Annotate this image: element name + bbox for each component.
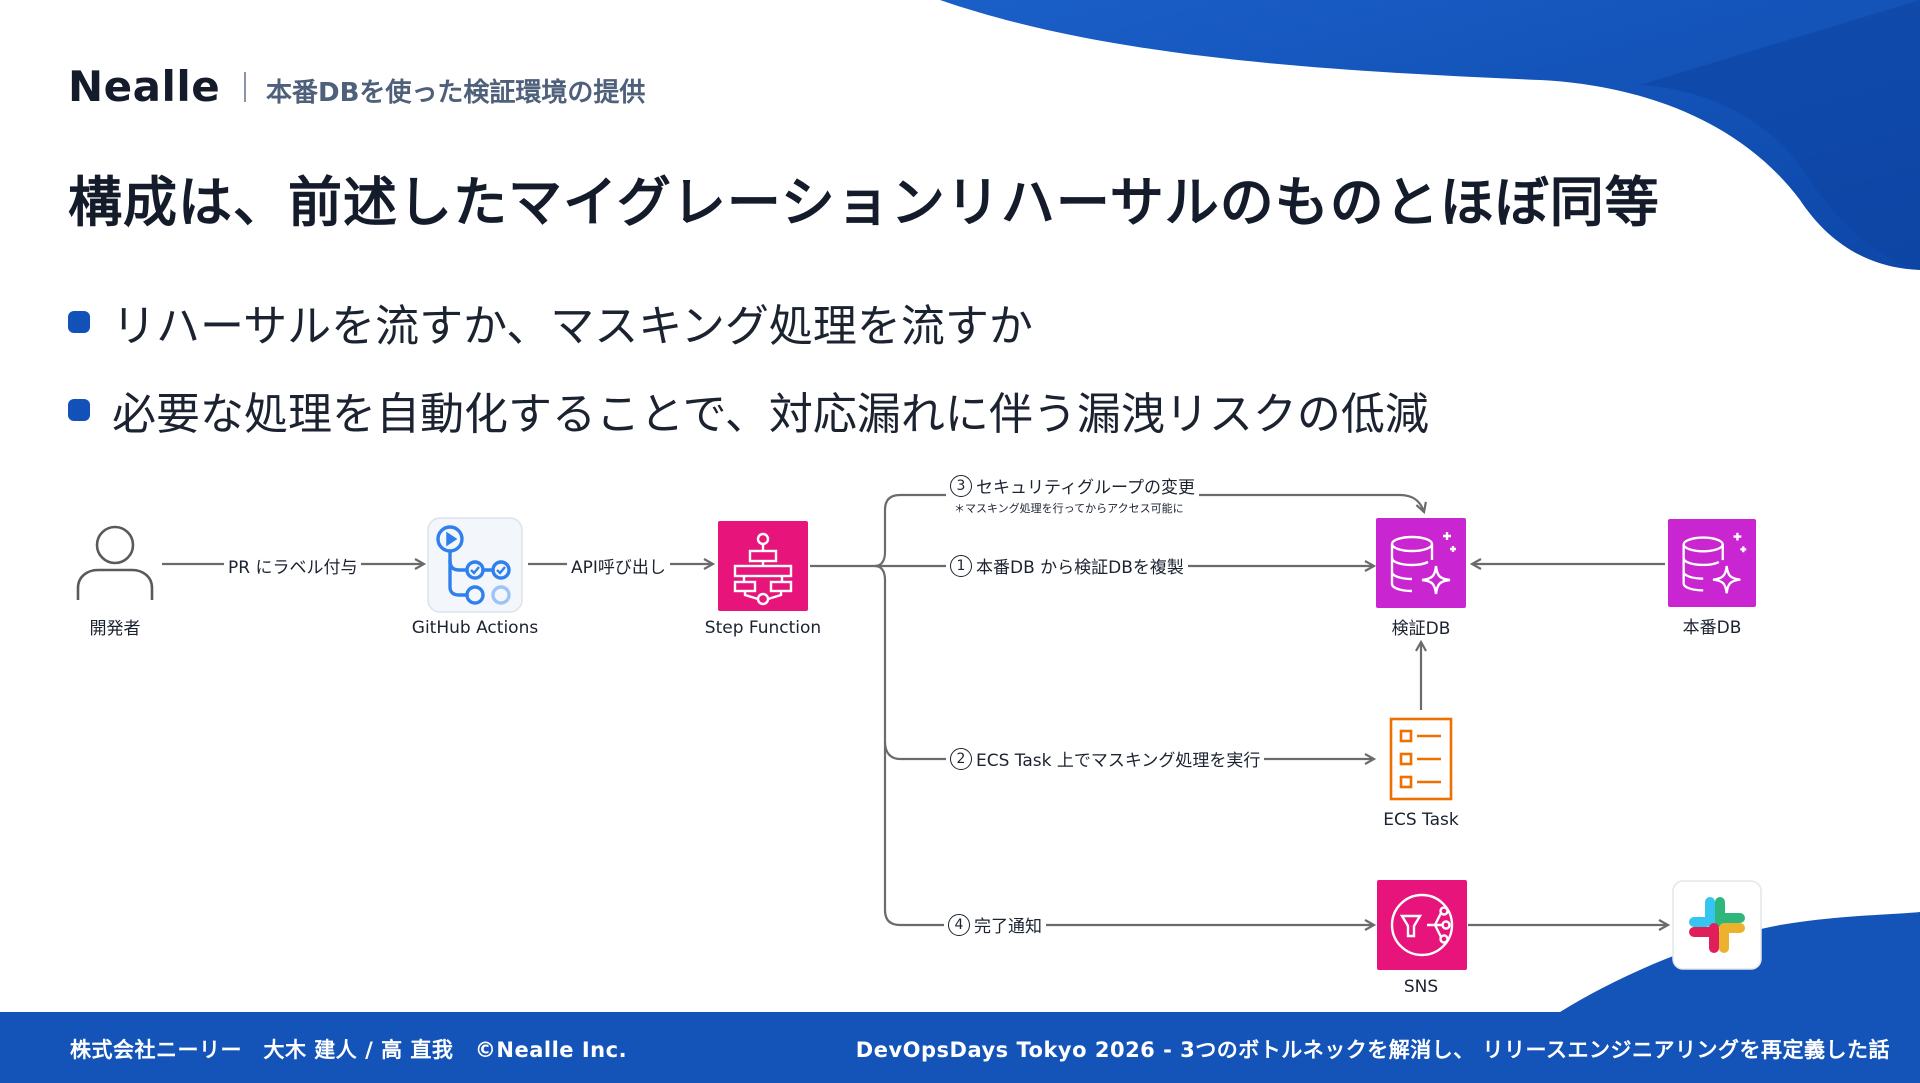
step-text: 完了通知 [974, 917, 1042, 937]
step-number: 2 [950, 747, 972, 770]
company-logo: Nealle [68, 62, 221, 111]
arrow-step4-notify [883, 742, 1374, 925]
node-label-step-function: Step Function [704, 618, 822, 638]
slack-icon [1672, 880, 1762, 970]
footer-bar: 株式会社ニーリー 大木 建人 / 高 直我 ©Nealle Inc. DevOp… [0, 1012, 1920, 1083]
github-actions-icon [427, 517, 523, 613]
step-number: 4 [948, 913, 970, 936]
bullet-text: 必要な処理を自動化することで、対応漏れに伴う漏洩リスクの低減 [112, 389, 1429, 440]
step-text: セキュリティグループの変更 [976, 478, 1195, 498]
edge-label-step1: 1 本番DB から検証DBを複製 [946, 553, 1188, 578]
step-number: 1 [950, 554, 972, 577]
header-divider [244, 72, 246, 102]
step-text: ECS Task 上でマスキング処理を実行 [976, 751, 1261, 771]
step-text: 本番DB から検証DBを複製 [976, 558, 1184, 578]
node-label-prod-db: 本番DB [1682, 618, 1742, 638]
node-label-ecs-task: ECS Task [1383, 810, 1459, 830]
edge-label-step2: 2 ECS Task 上でマスキング処理を実行 [946, 746, 1265, 771]
bullet-item: 必要な処理を自動化することで、対応漏れに伴う漏洩リスクの低減 [68, 378, 1429, 442]
section-subtitle: 本番DBを使った検証環境の提供 [266, 78, 646, 108]
bullet-text: リハーサルを流すか、マスキング処理を流すか [112, 301, 1033, 352]
node-label-sns: SNS [1403, 977, 1439, 997]
step3-note: ＊マスキング処理を行ってからアクセス可能に [954, 502, 1184, 515]
edge-label-step3: 3 セキュリティグループの変更 [946, 473, 1199, 498]
database-icon [1376, 518, 1466, 608]
bullet-marker [68, 399, 90, 421]
edge-label-step4: 4 完了通知 [944, 912, 1046, 937]
node-label-github-actions: GitHub Actions [411, 618, 539, 638]
arrow-step3-security-group [874, 493, 1424, 568]
user-icon [76, 525, 154, 600]
step-number: 3 [950, 474, 972, 497]
bullet-item: リハーサルを流すか、マスキング処理を流すか [68, 290, 1033, 354]
top-right-wave [940, 0, 1920, 270]
bullet-marker [68, 311, 90, 333]
node-label-developer: 開発者 [89, 619, 141, 639]
sns-icon [1377, 880, 1467, 970]
step-functions-icon [718, 521, 808, 611]
edge-label-pr: PR にラベル付与 [224, 553, 362, 578]
slide-title: 構成は、前述したマイグレーションリハーサルのものとほぼ同等 [68, 171, 1660, 234]
ecs-task-icon [1389, 717, 1453, 801]
database-icon [1668, 519, 1756, 607]
top-right-wave-shade [1640, 0, 1920, 270]
arrow-step2-masking [874, 564, 1374, 759]
edge-label-api-call: API呼び出し [567, 553, 670, 578]
node-label-verify-db: 検証DB [1391, 619, 1451, 639]
footer-event-title: DevOpsDays Tokyo 2026 - 3つのボトルネックを解消し、 リ… [855, 1038, 1890, 1062]
footer-credit: 株式会社ニーリー 大木 建人 / 高 直我 ©Nealle Inc. [70, 1038, 628, 1062]
